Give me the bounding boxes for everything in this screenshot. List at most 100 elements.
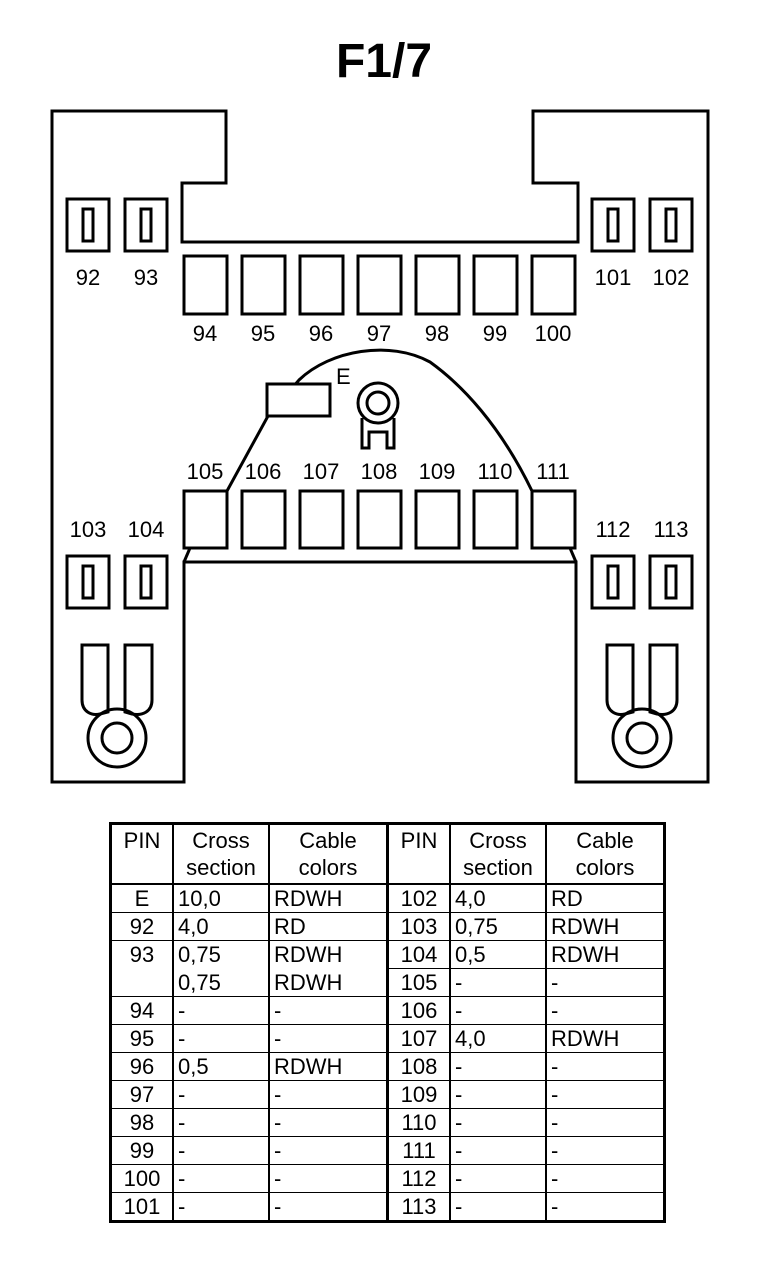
pin-label: 93 [134,265,158,290]
earth-dome [225,348,534,492]
large-pin-cavity [356,254,403,316]
earth-stud [356,381,400,450]
pin-label: 104 [128,517,165,542]
cable-colors-cell: - [269,1024,389,1053]
pin-cell: 92 [110,912,174,941]
pin-label: 92 [76,265,100,290]
pin-cell: 103 [387,912,451,941]
cable-colors-cell: RDWH [551,914,620,939]
cross-section-cell: - [173,1136,270,1165]
cross-section-cell: 4,0 [450,1024,547,1053]
pin-cell [110,968,174,997]
large-pin-cavity [472,254,519,316]
cross-section-cell: - [450,996,547,1025]
cross-section-cell: - [173,1080,270,1109]
earth-tab [265,382,332,418]
cross-section-cell: 4,0 [173,912,270,941]
pin-cell: 111 [387,1136,451,1165]
large-pin-cavity [298,254,345,316]
cross-section-cell: 0,75 [173,940,270,969]
large-pin-cavity [530,489,577,550]
cable-colors-cell: - [551,1054,559,1079]
small-pin-blade [139,207,153,243]
cable-colors-cell: - [269,1080,389,1109]
pin-label: 95 [251,321,275,346]
small-pin-blade [606,207,620,243]
large-pin-cavity [298,489,345,550]
cross-section-cell: 0,5 [450,940,547,969]
pin-cell: 93 [110,940,174,969]
cross-section-cell: - [450,968,547,997]
pin-label: 102 [653,265,690,290]
cross-section-cell: 0,75 [450,912,547,941]
pin-cell: 110 [387,1108,451,1137]
pin-cell: E [110,884,174,913]
pin-label: 109 [419,459,456,484]
cable-colors-cell: - [269,1108,389,1137]
table-row: 101--113-- [110,1192,665,1222]
pin-label: 110 [477,459,512,484]
pin-label: 100 [535,321,572,346]
pin-label: 105 [187,459,224,484]
cross-section-cell: - [173,996,270,1025]
small-pin-blade [664,564,678,600]
pin-label: 112 [595,517,630,542]
table-row: 97--109-- [110,1080,665,1109]
large-pin-cavity [414,254,461,316]
large-pin-cavity [182,489,229,550]
table-row: 94--106-- [110,996,665,1025]
large-pin-cavity [530,254,577,316]
cross-section-cell: - [450,1052,547,1081]
pin-cell: 106 [387,996,451,1025]
pin-label: 106 [245,459,282,484]
cable-colors-cell: RDWH [546,940,665,969]
cross-section-cell: 10,0 [173,884,270,913]
cable-colors-cell: - [269,1164,389,1193]
pin-label: 98 [425,321,449,346]
cable-colors-cell: - [551,1194,559,1219]
cross-section-cell: 0,75 [173,968,270,997]
pin-label: 108 [361,459,398,484]
cross-section-cell: - [450,1080,547,1109]
mounting-tab-right [605,643,679,769]
small-pin-blade [664,207,678,243]
pin-cell: 94 [110,996,174,1025]
cable-colors-cell: RDWH [269,1052,389,1081]
mounting-tab-left [80,643,154,769]
pin-label: 111 [536,459,569,484]
pin-cell: 99 [110,1136,174,1165]
large-pin-cavity [240,254,287,316]
pin-label: 107 [303,459,340,484]
cable-colors-cell: - [269,1136,389,1165]
connector-housing [50,109,710,784]
cable-colors-cell: RDWH [269,940,389,969]
cable-colors-cell: RDWH [269,884,389,913]
pin-cell: 112 [387,1164,451,1193]
pin-label: 99 [483,321,507,346]
table-row: 100--112-- [110,1164,665,1193]
cross-section-cell: 0,5 [173,1052,270,1081]
cable-colors-cell: RD [269,912,389,941]
pin-label: 101 [595,265,632,290]
pin-label: 97 [367,321,391,346]
cross-section-cell: - [173,1024,270,1053]
pin-cell: 100 [110,1164,174,1193]
pin-cell: 105 [387,968,451,997]
pin-cell: 96 [110,1052,174,1081]
cross-section-cell: - [450,1192,547,1222]
pin-label: 103 [70,517,107,542]
cable-colors-cell: - [551,1138,559,1163]
cable-colors-cell: - [551,970,559,995]
diagram-title: F1/7 [335,35,433,88]
large-pin-cavity [182,254,229,316]
